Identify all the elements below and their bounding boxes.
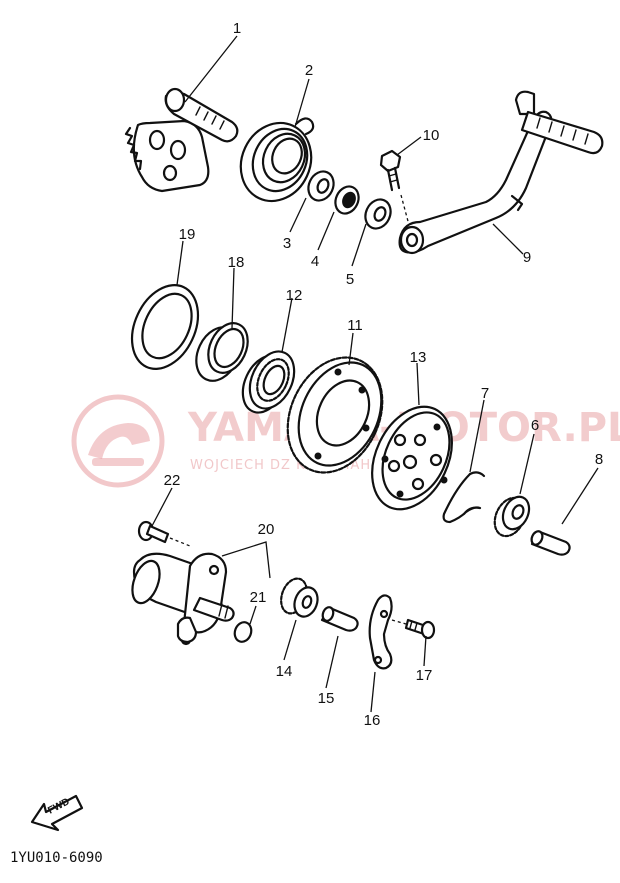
watermark-logo-icon: [71, 394, 165, 488]
part-4-collar: [334, 185, 360, 215]
part-14-idler-gear: [280, 577, 319, 618]
part-7-clip: [442, 471, 486, 524]
callout-20: 20: [258, 521, 275, 538]
forward-arrow: FWD: [30, 794, 84, 832]
part-11-wheel-gear: [286, 356, 384, 474]
part-20-starter-motor: [131, 552, 235, 646]
callout-21: 21: [250, 589, 267, 606]
callout-17: 17: [416, 667, 433, 684]
part-callouts: 1 2 3 4 5 6 7 8 9 10 11 12 13 14 15 16 1…: [164, 20, 604, 729]
callout-9: 9: [523, 249, 531, 266]
part-12-one-way-clutch: [241, 350, 296, 414]
part-3-washer: [307, 170, 335, 202]
diagram-code: 1YU010-6090: [10, 850, 103, 866]
leader-lines: [151, 35, 599, 713]
part-21-o-ring: [233, 621, 253, 643]
part-19-washer: [130, 284, 200, 370]
callout-13: 13: [410, 349, 427, 366]
callout-16: 16: [364, 712, 381, 729]
callout-1: 1: [233, 20, 241, 37]
part-1-kick-shaft: [124, 87, 239, 193]
callout-2: 2: [305, 62, 313, 79]
callout-11: 11: [347, 317, 363, 334]
callout-18: 18: [228, 254, 245, 271]
callout-12: 12: [286, 287, 303, 304]
part-22-screw: [137, 520, 191, 547]
callout-22: 22: [164, 472, 181, 489]
part-17-bolt: [391, 618, 436, 640]
callout-4: 4: [311, 253, 319, 270]
part-8-shaft: [530, 530, 571, 556]
callout-8: 8: [595, 451, 603, 468]
part-13-clutch-boss: [371, 405, 453, 511]
callout-3: 3: [283, 235, 291, 252]
callout-19: 19: [179, 226, 196, 243]
callout-7: 7: [481, 385, 489, 402]
callout-10: 10: [423, 127, 440, 144]
part-10-bolt: [379, 149, 410, 226]
part-15-shaft: [320, 606, 359, 632]
part-9-kick-crank: [398, 90, 604, 255]
callout-14: 14: [276, 663, 293, 680]
callout-5: 5: [346, 271, 354, 288]
part-2-spring: [239, 117, 315, 203]
callout-6: 6: [531, 417, 539, 434]
part-18-sleeve: [195, 322, 249, 382]
part-16-plate: [368, 594, 393, 670]
callout-15: 15: [318, 690, 335, 707]
part-6-drive-gear: [493, 495, 531, 538]
part-5-washer: [364, 198, 392, 230]
